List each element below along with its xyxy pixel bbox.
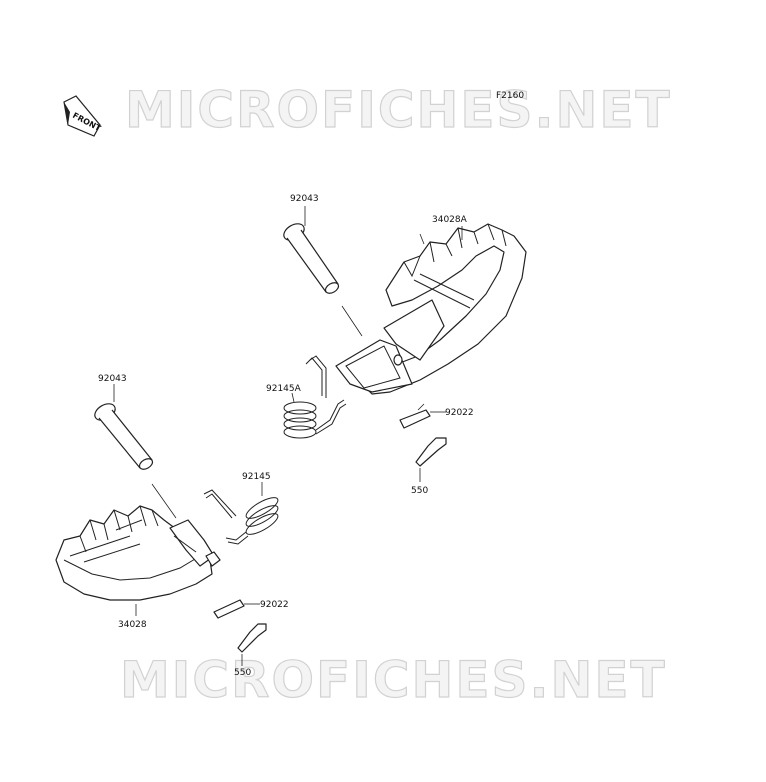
label-washer-left: 92022: [260, 600, 289, 610]
washer-right: [399, 403, 446, 429]
label-pin-upper: 92043: [290, 194, 319, 204]
cotter-pin-right: [415, 437, 447, 482]
front-arrow-icon: FRONT: [63, 95, 103, 137]
footpeg-right: [335, 223, 527, 395]
label-spring-right: 92145A: [266, 384, 302, 394]
label-washer-right: 92022: [445, 408, 474, 418]
label-spring-left: 92145: [242, 472, 271, 482]
pin-lower: [94, 403, 177, 519]
spring-left: [203, 489, 279, 545]
washer-left: [213, 599, 260, 619]
pin-upper: [283, 223, 363, 337]
spring-right: [283, 355, 347, 439]
label-cotter-left: 550: [234, 668, 251, 678]
label-footpeg-right: 34028A: [432, 215, 468, 225]
watermark-top: MICROFICHES.NET: [125, 81, 672, 139]
diagram-code: F2160: [496, 91, 524, 101]
label-footpeg-left: 34028: [118, 620, 147, 630]
cotter-pin-left: [237, 623, 267, 666]
label-pin-lower: 92043: [98, 374, 127, 384]
watermark-bottom: MICROFICHES.NET: [120, 651, 667, 709]
footpeg-left: [55, 505, 221, 601]
label-cotter-right: 550: [411, 486, 428, 496]
